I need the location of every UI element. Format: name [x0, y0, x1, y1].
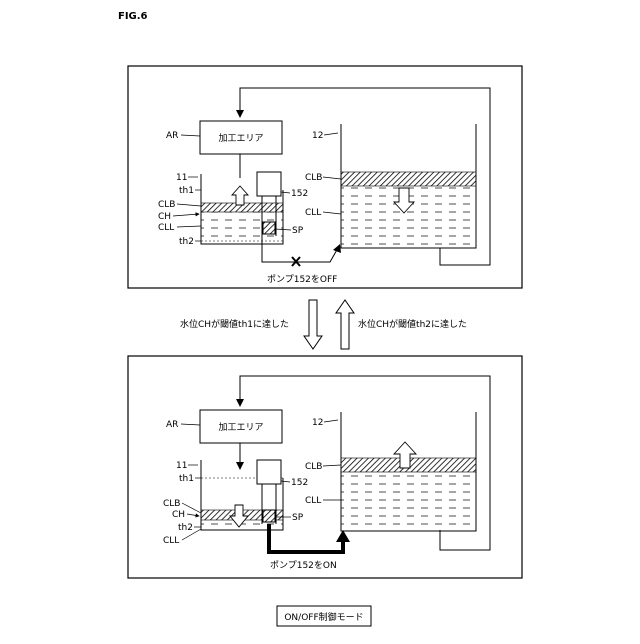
- right-tank-liquid-cll-2: [341, 472, 476, 530]
- pump-state-off: ポンプ152をOFF: [267, 274, 337, 285]
- level-rising-arrow: [232, 186, 248, 205]
- transition-up-label: 水位CHが閾値th2に達した: [358, 318, 467, 330]
- right-tank-layer-clb: [341, 172, 476, 186]
- transition-up-arrow: [336, 300, 354, 349]
- ref-th2: th2: [179, 237, 194, 247]
- ref-152-2: 152: [291, 478, 308, 488]
- transition-down-label: 水位CHが閾値th1に達した: [180, 318, 289, 330]
- right-tank-2: [341, 412, 476, 531]
- ref-cll-right: CLL: [305, 208, 321, 218]
- ref-cll-left: CLL: [158, 223, 174, 233]
- ref-sp: SP: [292, 226, 304, 236]
- bottom-panel: 加工エリア AR 11 th1 CLB CH th2 CLL 152 SP: [128, 356, 522, 578]
- transition-arrows: 水位CHが閾値th1に達した 水位CHが閾値th2に達した: [180, 300, 467, 349]
- ref-ar: AR: [166, 131, 178, 141]
- right-tank: [341, 124, 476, 248]
- pump-state-on: ポンプ152をON: [270, 560, 337, 571]
- transition-down-arrow: [304, 300, 322, 349]
- pump-152: [257, 172, 281, 196]
- ref-cll-left-2: CLL: [163, 536, 179, 546]
- processing-area-label: 加工エリア: [218, 133, 263, 144]
- mode-label: ON/OFF制御モード: [284, 611, 363, 623]
- pump-152-2: [257, 460, 281, 484]
- ref-11-2: 11: [176, 461, 187, 471]
- ref-clb-right: CLB: [305, 173, 322, 183]
- suction-port-sp: [263, 222, 275, 234]
- figure-label: FIG.6: [118, 11, 148, 22]
- ref-11: 11: [176, 173, 187, 183]
- ref-ch-2: CH: [172, 510, 185, 520]
- ref-th1-2: th1: [179, 474, 194, 484]
- ref-152: 152: [291, 189, 308, 199]
- ref-12: 12: [312, 131, 323, 141]
- ref-clb-left-2: CLB: [163, 499, 180, 509]
- ref-th1: th1: [179, 186, 194, 196]
- supply-flow-arrow: [336, 530, 350, 542]
- ref-ch: CH: [158, 212, 171, 222]
- suction-port-sp-2: [263, 510, 275, 522]
- ref-cll-right-2: CLL: [305, 496, 321, 506]
- ref-ar-2: AR: [166, 420, 178, 430]
- ref-12-2: 12: [312, 418, 323, 428]
- ref-clb-right-2: CLB: [305, 462, 322, 472]
- ref-th2-2: th2: [178, 523, 193, 533]
- ref-clb-left: CLB: [158, 200, 175, 210]
- leader-ar: [181, 135, 200, 136]
- ref-sp-2: SP: [292, 513, 304, 523]
- processing-area-label-2: 加工エリア: [218, 422, 263, 433]
- top-panel: 加工エリア AR 11 th1 CLB CH CLL th2 152: [128, 66, 522, 288]
